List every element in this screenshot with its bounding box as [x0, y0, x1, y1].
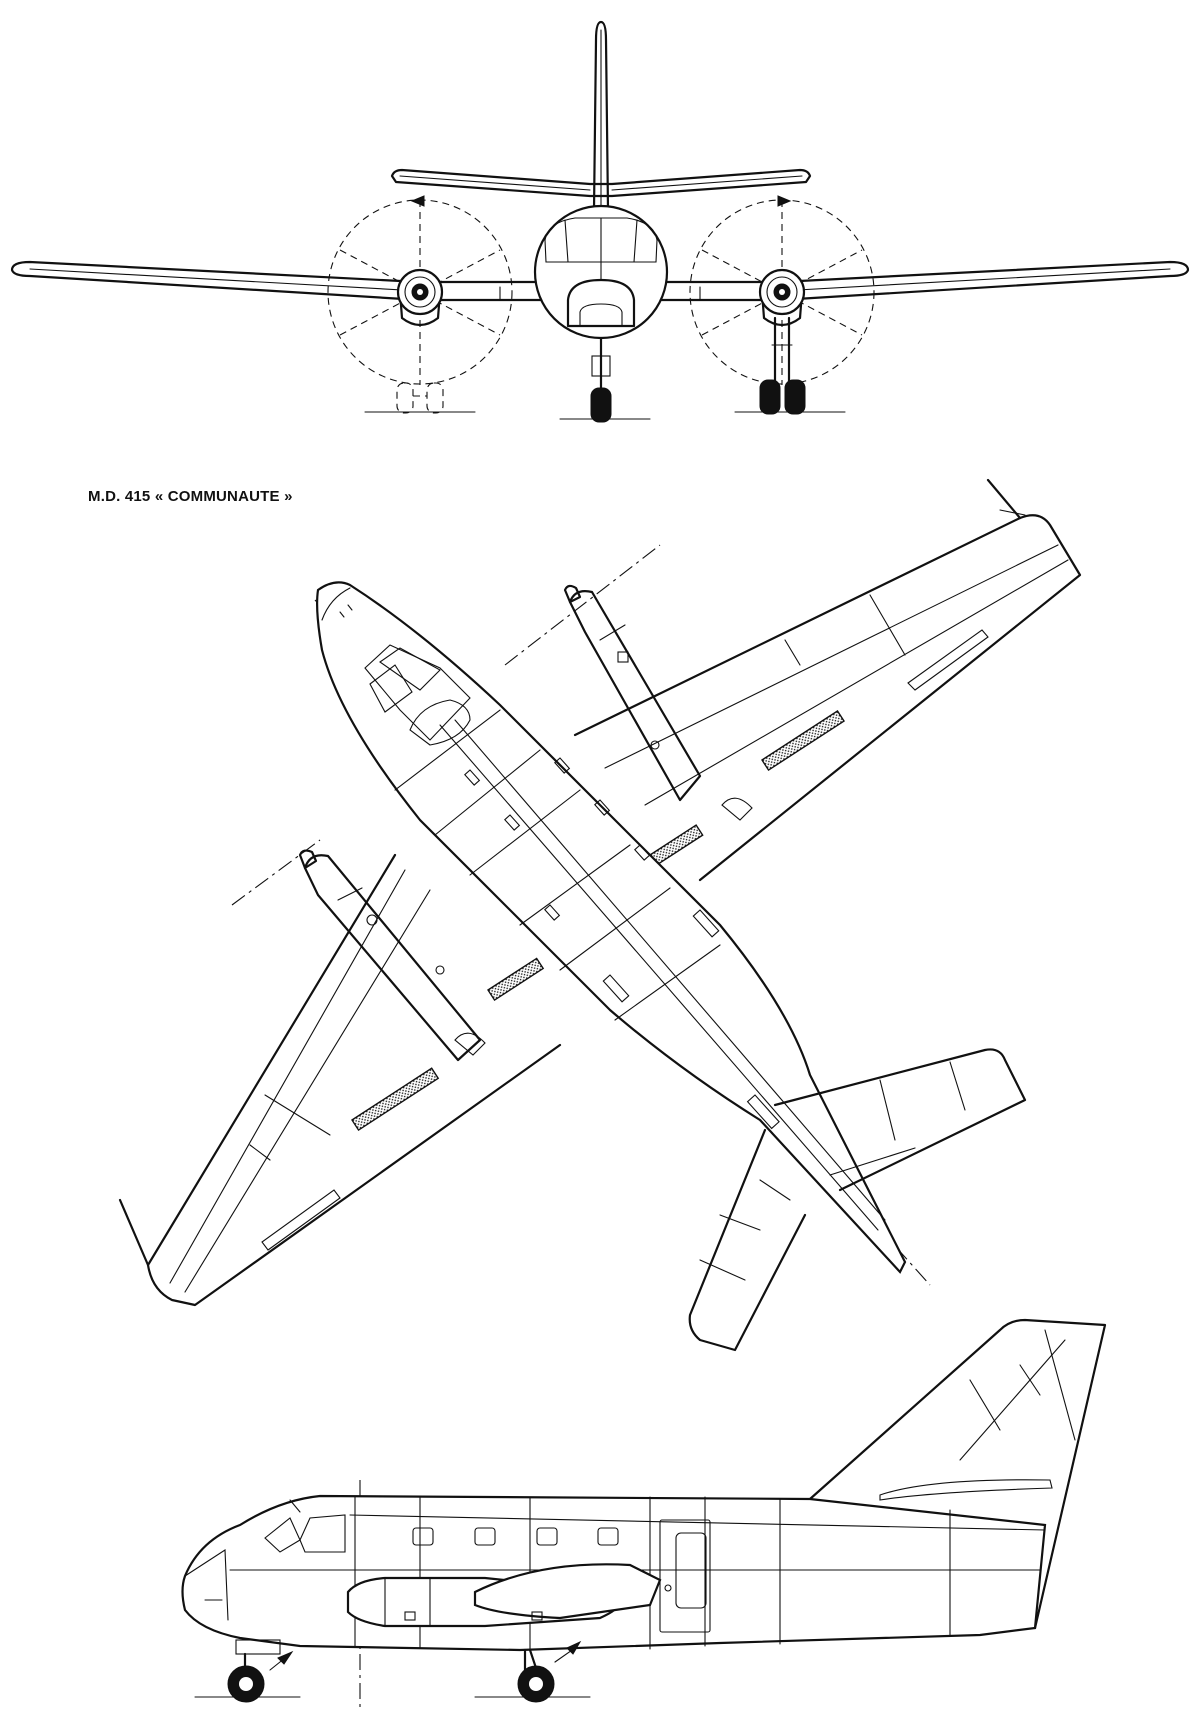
- drawing-title: M.D. 415 « COMMUNAUTE »: [88, 488, 293, 505]
- plan-view: [118, 478, 1082, 1352]
- plan-fuselage: [316, 581, 907, 1274]
- plan-engine-left: [298, 849, 486, 1062]
- front-wing-left: [10, 260, 550, 302]
- plan-wing-left: [118, 853, 562, 1307]
- side-main-gear: [517, 1640, 582, 1703]
- plan-wing-right: [573, 478, 1082, 882]
- front-wing-right: [650, 260, 1190, 302]
- front-main-gear-left-retracted: [396, 382, 444, 414]
- side-nose-gear: [227, 1639, 294, 1703]
- front-main-gear-right: [759, 316, 806, 415]
- side-fin: [808, 1318, 1107, 1630]
- front-nose-gear: [590, 336, 612, 423]
- front-fin: [592, 20, 610, 212]
- plan-engine-right: [563, 584, 753, 821]
- front-engine-left: [396, 268, 444, 327]
- side-view: [181, 1318, 1107, 1710]
- front-fuselage: [533, 204, 669, 340]
- front-engine-right: [758, 268, 806, 327]
- side-engine-nacelle: [346, 1563, 672, 1628]
- plan-tailplane: [688, 1048, 1027, 1352]
- front-view: [10, 20, 1190, 423]
- front-horizontal-tail: [390, 168, 812, 198]
